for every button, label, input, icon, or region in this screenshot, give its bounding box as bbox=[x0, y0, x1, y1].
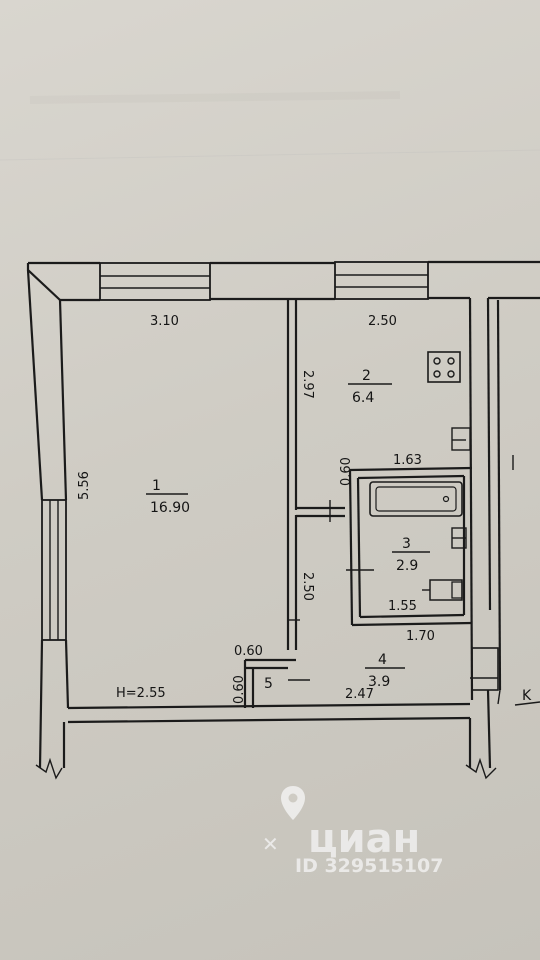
room1-length-label: 5.56 bbox=[77, 471, 92, 500]
partitions bbox=[243, 300, 499, 708]
kitchen-sink-icon bbox=[451, 427, 471, 451]
ceiling-height-label: H=2.55 bbox=[116, 686, 166, 701]
location-pin-icon bbox=[281, 786, 305, 820]
room-1-area: 16.90 bbox=[150, 500, 190, 516]
window-left bbox=[41, 499, 67, 641]
paper-texture bbox=[0, 91, 540, 161]
cian-watermark: ✕ циан ID 329515107 bbox=[262, 786, 443, 877]
corridor-width-label: 1.70 bbox=[406, 629, 435, 644]
room-5-number: 5 bbox=[264, 676, 273, 692]
stove-icon bbox=[427, 351, 461, 383]
dimension-labels: 3.10 2.50 5.56 2.97 1.63 0.60 1.55 2.50 … bbox=[77, 314, 532, 704]
closet-side-label: 0.60 bbox=[232, 675, 247, 704]
corridor-length-label: 2.50 bbox=[300, 572, 315, 601]
window-top-right bbox=[334, 261, 429, 300]
room-2-area: 6.4 bbox=[352, 390, 374, 406]
edge-letter: K bbox=[522, 688, 532, 704]
room2-length-label: 2.97 bbox=[300, 370, 315, 399]
window-top-left bbox=[99, 262, 211, 301]
watermark-listing-id: ID 329515107 bbox=[295, 855, 443, 877]
room-4-number: 4 bbox=[378, 652, 387, 668]
room-labels: 1 16.90 2 6.4 3 2.9 4 3.9 5 bbox=[146, 368, 430, 692]
toilet-icon bbox=[422, 579, 463, 601]
bath-side-label: 0.60 bbox=[339, 457, 354, 486]
room-3-area: 2.9 bbox=[396, 558, 418, 574]
bath-bottom-label: 1.55 bbox=[388, 599, 417, 614]
hall-width-label: 2.47 bbox=[345, 687, 374, 702]
closet-top-label: 0.60 bbox=[234, 644, 263, 659]
room2-width-label: 2.50 bbox=[368, 314, 397, 329]
washbasin-icon bbox=[451, 527, 467, 549]
room-2-number: 2 bbox=[362, 368, 371, 384]
outer-walls bbox=[26, 260, 540, 780]
room-3-number: 3 bbox=[402, 536, 411, 552]
watermark-logo-mark: ✕ bbox=[262, 832, 279, 856]
bathtub-icon bbox=[369, 481, 463, 517]
room-4-area: 3.9 bbox=[368, 674, 390, 690]
bath-top-label: 1.63 bbox=[393, 453, 422, 468]
room-1-number: 1 bbox=[152, 478, 161, 494]
room1-width-label: 3.10 bbox=[150, 314, 179, 329]
watermark-brand: циан bbox=[308, 816, 420, 862]
